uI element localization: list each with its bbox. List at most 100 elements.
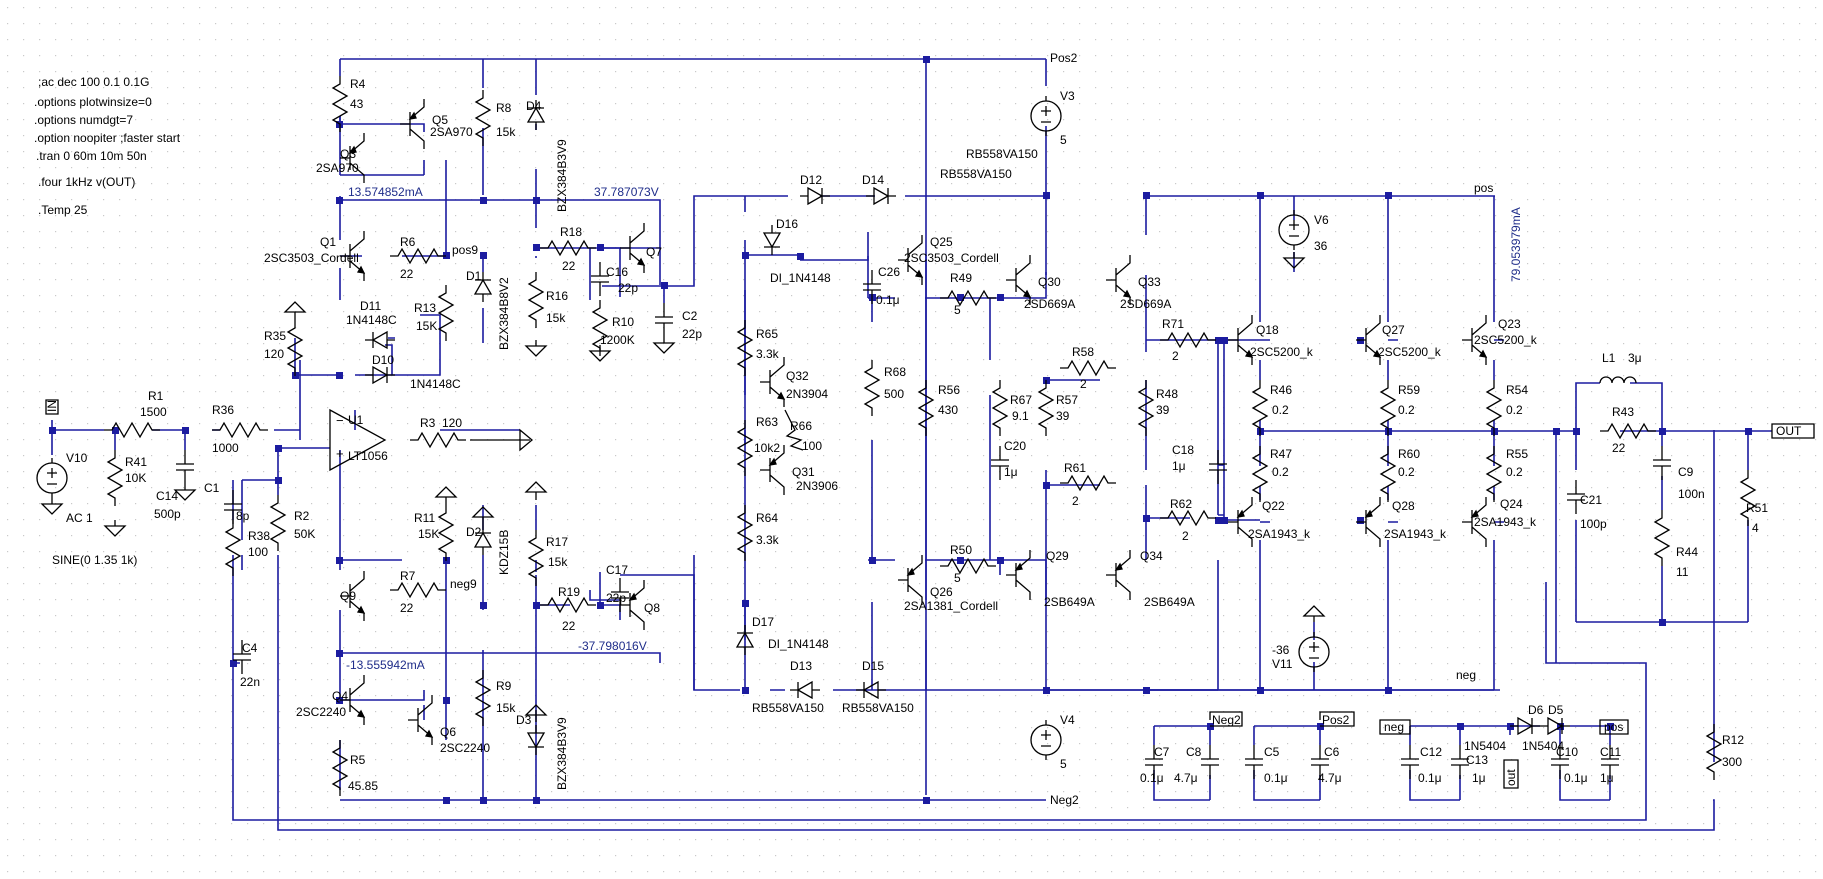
svg-text:R8: R8: [496, 101, 512, 115]
svg-text:Q1: Q1: [320, 235, 336, 249]
v3-ref: V3: [1060, 89, 1075, 103]
svg-text:C13: C13: [1466, 753, 1488, 767]
svg-text:2SA1381_Cordell: 2SA1381_Cordell: [904, 599, 998, 613]
directive-plotwinsize: .options plotwinsize=0: [34, 95, 152, 109]
svg-text:2SD669A: 2SD669A: [1024, 297, 1075, 311]
svg-text:DI_1N4148: DI_1N4148: [770, 271, 831, 285]
spice-directives: ;ac dec 100 0.1 0.1G .options plotwinsiz…: [34, 75, 181, 217]
svg-text:R64: R64: [756, 511, 778, 525]
svg-text:R71: R71: [1162, 317, 1184, 331]
svg-text:4.7μ: 4.7μ: [1318, 771, 1342, 785]
v3-value: 5: [1060, 133, 1067, 147]
svg-text:R67: R67: [1010, 393, 1032, 407]
svg-text:D12: D12: [800, 173, 822, 187]
svg-text:R49: R49: [950, 271, 972, 285]
svg-text:Q34: Q34: [1140, 549, 1163, 563]
svg-text:Q24: Q24: [1500, 497, 1523, 511]
svg-text:D6: D6: [1528, 703, 1544, 717]
svg-text:0.1μ: 0.1μ: [876, 293, 900, 307]
svg-text:2SA1943_k: 2SA1943_k: [1248, 527, 1311, 541]
svg-text:D15: D15: [862, 659, 884, 673]
meas-i-q3: 13.574852mA: [348, 185, 423, 199]
svg-text:3.3k: 3.3k: [756, 533, 780, 547]
svg-text:Q9: Q9: [340, 589, 356, 603]
meas-i-out: 79.053979mA: [1509, 207, 1523, 282]
svg-text:1500: 1500: [140, 405, 167, 419]
operating-point-annotations: 13.574852mA 37.787073V -13.555942mA -37.…: [346, 185, 1523, 672]
svg-text:LT1056: LT1056: [348, 449, 388, 463]
svg-text:3.3k: 3.3k: [756, 347, 780, 361]
svg-text:R44: R44: [1676, 545, 1698, 559]
svg-text:D1: D1: [466, 269, 482, 283]
svg-text:C26: C26: [878, 265, 900, 279]
svg-text:1N4148C: 1N4148C: [346, 313, 397, 327]
svg-text:22p: 22p: [606, 591, 626, 605]
v4-ref: V4: [1060, 713, 1075, 727]
svg-text:RB558VA150: RB558VA150: [940, 167, 1012, 181]
svg-text:2SC2240: 2SC2240: [296, 705, 346, 719]
svg-text:R62: R62: [1170, 497, 1192, 511]
svg-text:1N5404: 1N5404: [1522, 739, 1564, 753]
svg-text:Q3: Q3: [340, 147, 356, 161]
net-pos9: pos9: [452, 243, 478, 257]
svg-text:1200K: 1200K: [600, 333, 635, 347]
svg-text:22n: 22n: [240, 675, 260, 689]
svg-text:2SC2240: 2SC2240: [440, 741, 490, 755]
net-pos: pos: [1474, 181, 1493, 195]
opamp-u1: −+ U1 LT1056: [329, 408, 388, 472]
net-neg9: neg9: [450, 577, 477, 591]
svg-text:D13: D13: [790, 659, 812, 673]
svg-text:+: +: [336, 446, 344, 461]
svg-text:2SA1943_k: 2SA1943_k: [1384, 527, 1447, 541]
svg-text:KDZ15B: KDZ15B: [497, 530, 511, 575]
meas-v-bot: -37.798016V: [578, 639, 647, 653]
transistor-q9: Q9: [339, 570, 365, 622]
svg-text:0.2: 0.2: [1506, 403, 1523, 417]
net-out-flag: out: [1504, 769, 1518, 786]
v6-ref: V6: [1314, 213, 1329, 227]
svg-text:C14: C14: [156, 489, 178, 503]
capacitor-c26: C26 0.1μ: [862, 265, 900, 307]
net-pos2-flag: Pos2: [1322, 713, 1350, 727]
svg-text:100p: 100p: [1580, 517, 1607, 531]
svg-text:R1: R1: [148, 389, 164, 403]
svg-text:RB558VA150: RB558VA150: [842, 701, 914, 715]
diode-d14: D14: [862, 173, 897, 205]
svg-text:43: 43: [350, 97, 364, 111]
svg-text:R13: R13: [414, 301, 436, 315]
svg-text:L1: L1: [1602, 351, 1616, 365]
svg-text:Q8: Q8: [644, 601, 660, 615]
svg-text:22: 22: [400, 601, 414, 615]
svg-text:Q22: Q22: [1262, 499, 1285, 513]
v10-ref: V10: [66, 451, 88, 465]
diode-d12: D12: [799, 173, 831, 205]
svg-text:22p: 22p: [682, 327, 702, 341]
svg-text:100n: 100n: [1678, 487, 1705, 501]
meas-v-top: 37.787073V: [594, 185, 659, 199]
svg-text:22: 22: [562, 259, 576, 273]
svg-text:Q29: Q29: [1046, 549, 1069, 563]
